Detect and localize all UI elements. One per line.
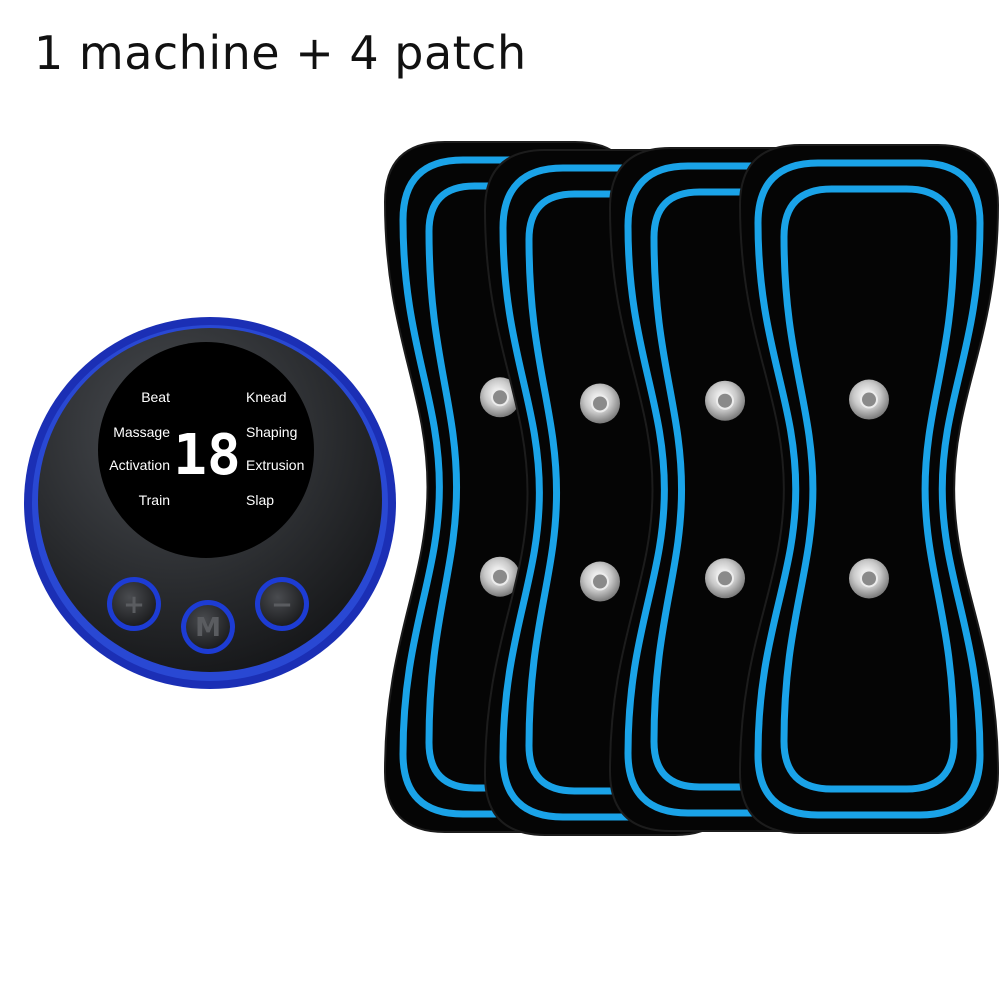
patch-outer-line <box>754 159 984 819</box>
product-caption: 1 machine + 4 patch <box>34 26 527 80</box>
device-button[interactable]: − <box>255 577 309 631</box>
mode-label: Beat <box>141 389 170 405</box>
mode-label: Activation <box>109 457 170 473</box>
device-button[interactable]: M <box>181 600 235 654</box>
device-button[interactable]: + <box>107 577 161 631</box>
electrode-patch <box>738 144 1000 834</box>
button-symbol: M <box>195 613 221 643</box>
device-screen <box>98 342 314 558</box>
mode-label: Knead <box>246 389 286 405</box>
button-symbol: + <box>123 590 145 620</box>
patch-inner-line <box>780 185 958 793</box>
patch-body <box>738 144 1000 834</box>
electrode-patches <box>383 141 1000 836</box>
device-buttons: + M − <box>107 577 309 654</box>
mode-label: Massage <box>113 424 170 440</box>
mode-label: Slap <box>246 492 274 508</box>
mode-label: Extrusion <box>246 457 304 473</box>
mode-label: Shaping <box>246 424 297 440</box>
mode-label: Train <box>139 492 170 508</box>
button-symbol: − <box>271 590 293 620</box>
intensity-display: 18 <box>173 423 240 488</box>
